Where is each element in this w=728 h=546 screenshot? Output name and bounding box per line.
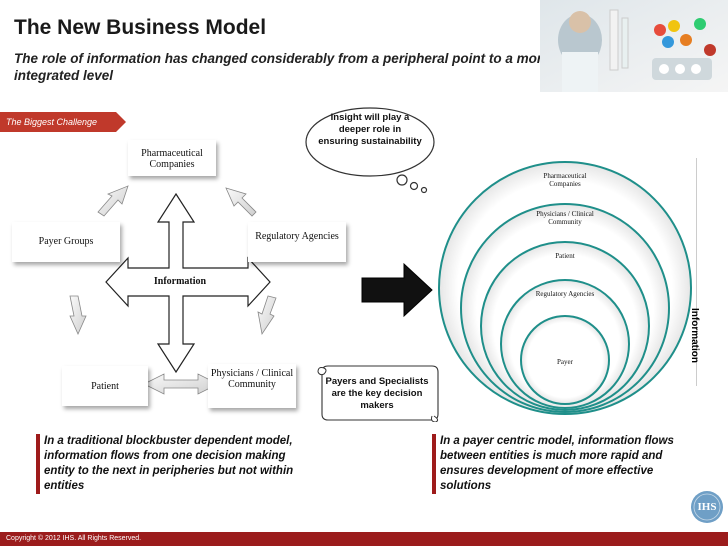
regulatory-label: Regulatory Agencies [255,231,339,242]
slide-title: The New Business Model [14,16,267,39]
information-label: Information [153,276,207,287]
side-label-text: Information [689,308,700,363]
cloud-callout-shape [305,107,435,194]
concentric-rings [438,161,692,415]
regulatory-node: Regulatory Agencies [248,222,346,262]
slide-subtitle: The role of information has changed cons… [14,51,550,83]
ring-label-physicians: Physicians / Clinical Community [536,210,594,226]
copyright-footer: Copyright © 2012 IHS. All Rights Reserve… [0,532,728,546]
pharma-label: Pharmaceutical Companies [141,148,203,170]
ring-label-payer: Payer [557,358,573,366]
patient-node: Patient [62,366,148,406]
ring-label-patient: Patient [555,252,575,260]
right-note-text: In a payer centric model, information fl… [440,435,674,492]
scroll-callout-text: Payers and Specialists are the key decis… [325,376,429,411]
ring-inner [520,315,610,405]
transition-arrow [361,262,433,318]
information-center: Information [145,276,215,290]
scroll-callout-shape [317,365,439,422]
left-note-bar [36,434,40,494]
challenge-banner: The Biggest Challenge [0,112,126,132]
ihs-logo-text: IHS [697,501,717,513]
cloud-callout-text: Insight will play a deeper role in ensur… [318,112,422,147]
information-side-label: Information [689,158,714,386]
ihs-logo [691,491,723,523]
four-way-arrow [105,192,271,374]
patient-label: Patient [91,381,119,392]
left-note-text: In a traditional blockbuster dependent m… [44,435,294,492]
header-photo [540,0,728,92]
physicians-label: Physicians / Clinical Community [210,368,294,390]
payer-label: Payer Groups [38,236,94,247]
right-note-bar [432,434,436,494]
physicians-node: Physicians / Clinical Community [208,364,296,408]
left-note: In a traditional blockbuster dependent m… [36,434,314,494]
ring-label-pharma: Pharmaceutical Companies [543,172,587,188]
right-note: In a payer centric model, information fl… [432,434,696,494]
ring-label-regulatory: Regulatory Agencies [535,290,595,298]
payer-node: Payer Groups [12,222,120,262]
pharma-node: Pharmaceutical Companies [128,140,216,176]
